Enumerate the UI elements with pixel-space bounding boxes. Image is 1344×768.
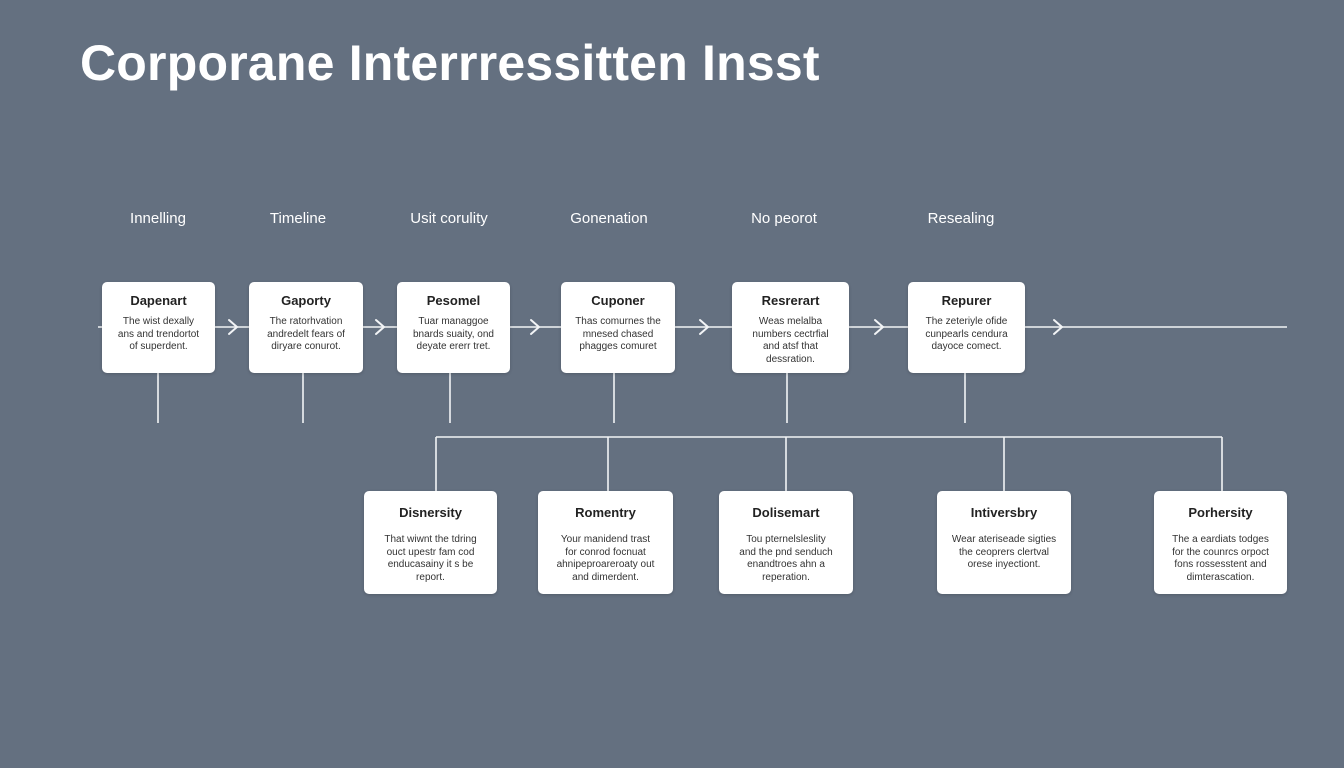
card-title: Dapenart [130,293,187,308]
arrow-icon [228,319,238,335]
arrow-icon [375,319,385,335]
card-title: Disnersity [399,505,462,520]
card-title: Porhersity [1188,505,1253,520]
phase-label: Usit corulity [410,210,488,227]
phase-label: Innelling [130,210,186,227]
arrow-icon [699,319,709,335]
phase-label: No peorot [751,210,817,227]
card-title: Cuponer [591,293,645,308]
card-title: Dolisemart [752,505,820,520]
arrow-icon [530,319,540,335]
arrow-icon [874,319,884,335]
card-title: Gaporty [281,293,331,308]
arrow-icon [1053,319,1063,335]
phase-label: Timeline [269,210,327,227]
card-title: Resrerart [761,293,820,308]
card-title: Intiversbry [970,505,1038,520]
phase-label: Gonenation [570,210,648,227]
phase-label: Resealing [927,210,995,227]
diagram-title: Corporane Interrressitten Insst [80,35,820,91]
card-title: Pesomel [426,293,481,308]
card-title: Repurer [941,293,992,308]
card-title: Romentry [575,505,636,520]
